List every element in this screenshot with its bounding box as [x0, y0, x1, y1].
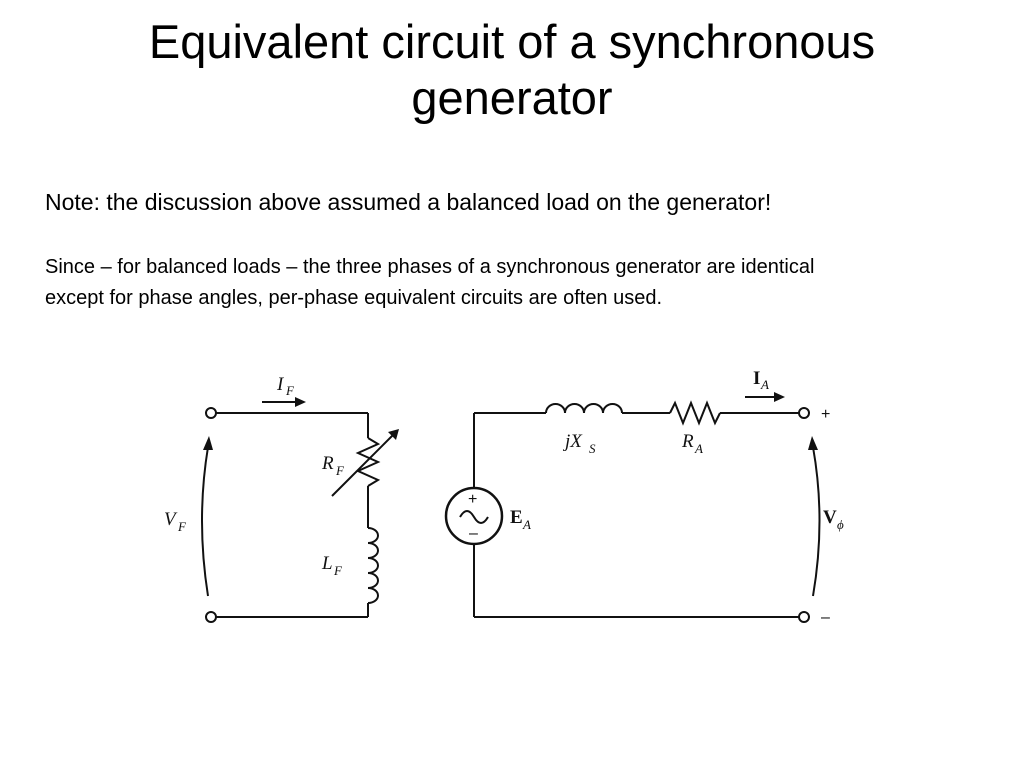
- field-terminal-bottom: [205, 611, 217, 623]
- field-voltage-arrow: [201, 446, 209, 597]
- field-resistor-variable-arrow: [331, 431, 397, 497]
- note-text: Note: the discussion above assumed a bal…: [45, 189, 772, 215]
- armature-current-arrowhead: [774, 392, 785, 402]
- field-resistor: [355, 437, 381, 487]
- field-inductor-sub: F: [333, 563, 343, 578]
- since-line-2: except for phase angles, per-phase equiv…: [45, 287, 663, 309]
- armature-current-label: I: [753, 368, 760, 389]
- source-voltage-label: E: [510, 507, 523, 528]
- field-terminal-top: [205, 407, 217, 419]
- output-voltage-sub: ϕ: [837, 517, 844, 532]
- output-voltage-arrowhead: [808, 436, 818, 450]
- slide-title-line-1: Equivalent circuit of a synchronous: [148, 15, 876, 68]
- slide-title-line-2: generator: [411, 71, 613, 124]
- field-inductor-label: L: [321, 553, 333, 574]
- field-resistor-sub: F: [335, 463, 345, 478]
- slide-title: Equivalent circuit of a synchronous gene…: [62, 14, 962, 126]
- output-minus-sign: –: [821, 609, 830, 626]
- since-line-1: Since – for balanced loads – the three p…: [45, 256, 815, 278]
- field-voltage-label: V: [164, 509, 178, 530]
- field-current-sub: F: [285, 383, 295, 398]
- resistance-sub: A: [694, 441, 703, 456]
- output-terminal-top: [798, 407, 810, 419]
- armature-resistor: [669, 400, 721, 426]
- field-current-label: I: [276, 374, 285, 395]
- source-plus-sign: +: [468, 491, 477, 508]
- source-minus-sign: –: [469, 525, 478, 542]
- field-circuit: I F V F R F L F: [164, 374, 399, 623]
- field-inductor: [367, 527, 379, 604]
- field-resistor-label: R: [321, 453, 334, 474]
- output-terminal-bottom: [798, 611, 810, 623]
- armature-current-sub: A: [760, 377, 769, 392]
- output-voltage-label: V: [823, 507, 837, 528]
- resistance-label: R: [681, 431, 694, 452]
- field-voltage-arrowhead: [203, 436, 213, 450]
- armature-reactance-inductor: [545, 403, 623, 414]
- armature-circuit: + – + – jX S R A I: [444, 368, 844, 626]
- output-plus-sign: +: [821, 406, 830, 423]
- reactance-sub: S: [589, 441, 596, 456]
- output-voltage-arrow: [812, 446, 821, 597]
- ac-sine-icon: [459, 510, 489, 524]
- reactance-label: jX: [562, 431, 583, 452]
- since-paragraph: Since – for balanced loads – the three p…: [45, 252, 985, 314]
- source-voltage-sub: A: [522, 517, 531, 532]
- field-current-arrowhead: [295, 397, 306, 407]
- field-voltage-sub: F: [177, 519, 187, 534]
- field-resistor-arrowhead: [388, 429, 399, 440]
